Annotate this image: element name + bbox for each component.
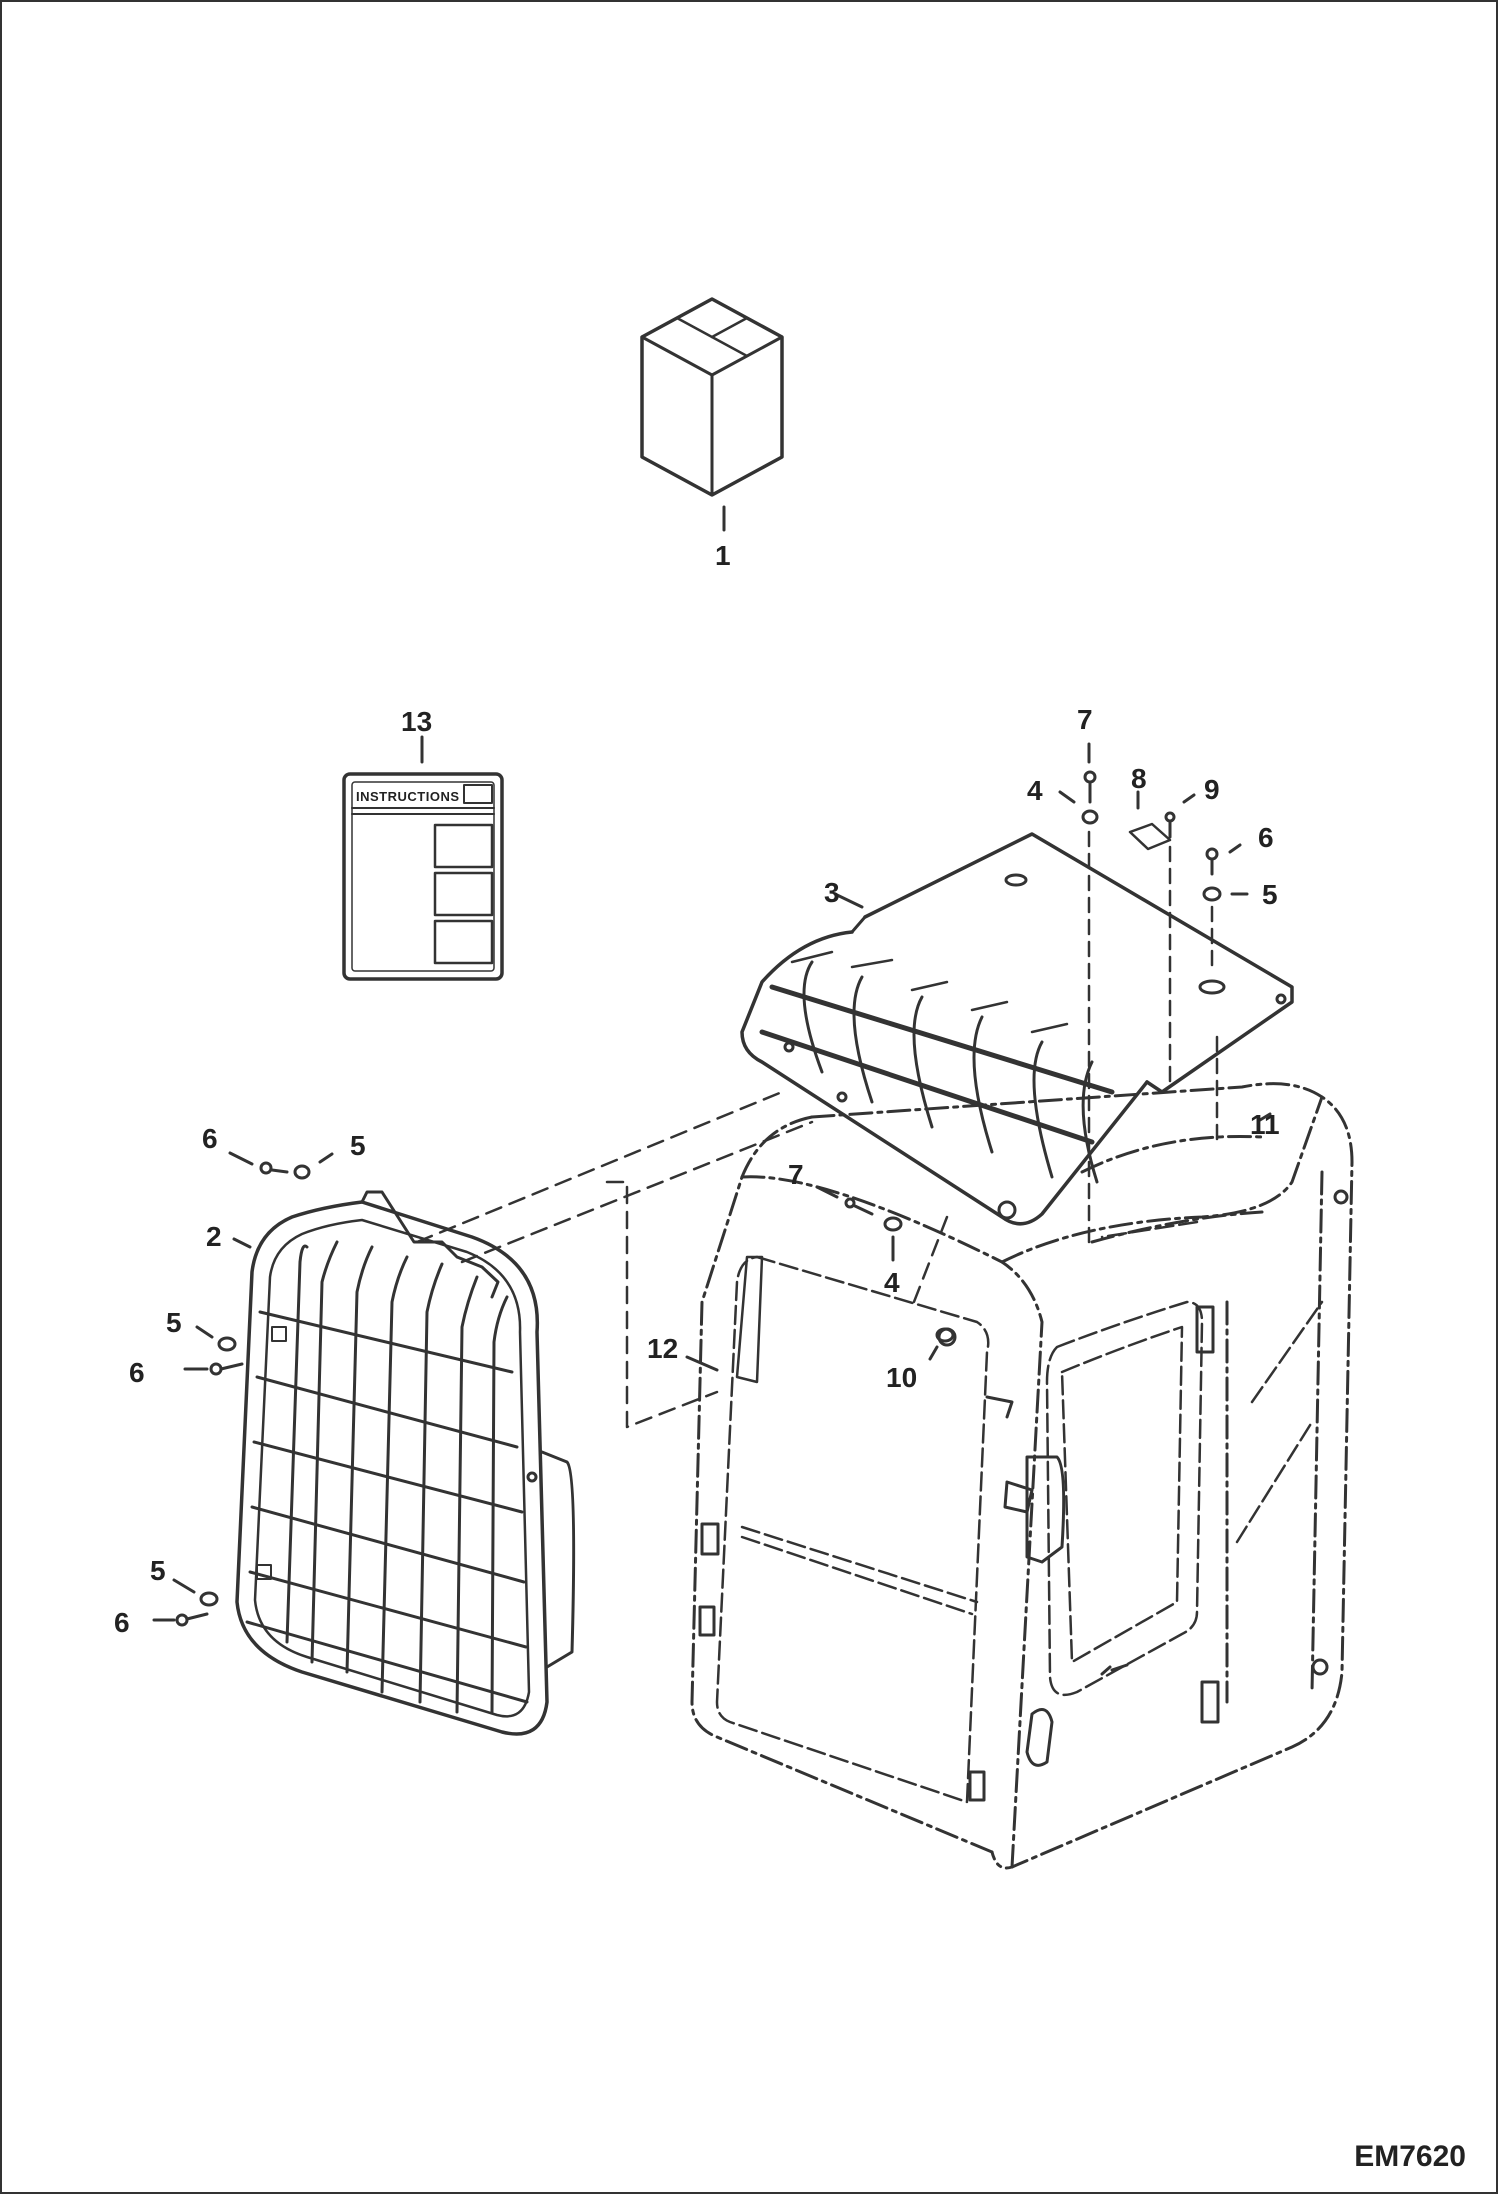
side-guard: [232, 1190, 576, 1736]
callout-6-top: 6: [1258, 822, 1274, 853]
callout-5-top: 5: [1262, 879, 1278, 910]
side-guard-hardware: [152, 1151, 334, 1627]
callout-labels: 1 13 7 4 8 9 6 5 3 6 5 11 7 2 4 5 12 6 1…: [114, 540, 1280, 1638]
callout-10: 10: [886, 1362, 917, 1393]
callout-6-left-bottom: 6: [114, 1607, 130, 1638]
mid-hardware: [685, 1112, 1272, 1372]
callout-4-mid: 4: [884, 1267, 900, 1298]
callout-5-left-mid: 5: [166, 1307, 182, 1338]
callout-1: 1: [715, 540, 731, 571]
assembly-lines: [415, 1090, 949, 1429]
callout-2: 2: [206, 1221, 222, 1252]
callout-5-left-top: 5: [350, 1130, 366, 1161]
callout-13: 13: [401, 706, 432, 737]
instruction-sheet: [342, 735, 504, 981]
instructions-label: INSTRUCTIONS: [356, 789, 460, 804]
callout-8: 8: [1131, 763, 1147, 794]
callout-6-left-top: 6: [202, 1123, 218, 1154]
kit-box: [640, 297, 784, 532]
callout-9: 9: [1204, 774, 1220, 805]
cab-handles-hinges: [698, 1189, 1349, 1802]
cab-outline: [690, 1082, 1354, 1870]
callout-5-left-bottom: 5: [150, 1555, 166, 1586]
callout-4-top: 4: [1027, 775, 1043, 806]
top-guard: [740, 832, 1294, 1226]
callout-6-left-mid: 6: [129, 1357, 145, 1388]
callout-11: 11: [1250, 1109, 1280, 1140]
callout-3: 3: [824, 877, 840, 908]
drawing-code: EM7620: [1354, 2140, 1466, 2173]
callout-7-mid: 7: [788, 1159, 804, 1190]
callout-12: 12: [647, 1333, 678, 1364]
top-hardware: [1058, 742, 1249, 1249]
callout-7-top: 7: [1077, 704, 1093, 735]
cab-door-frames: [715, 1220, 1324, 1804]
